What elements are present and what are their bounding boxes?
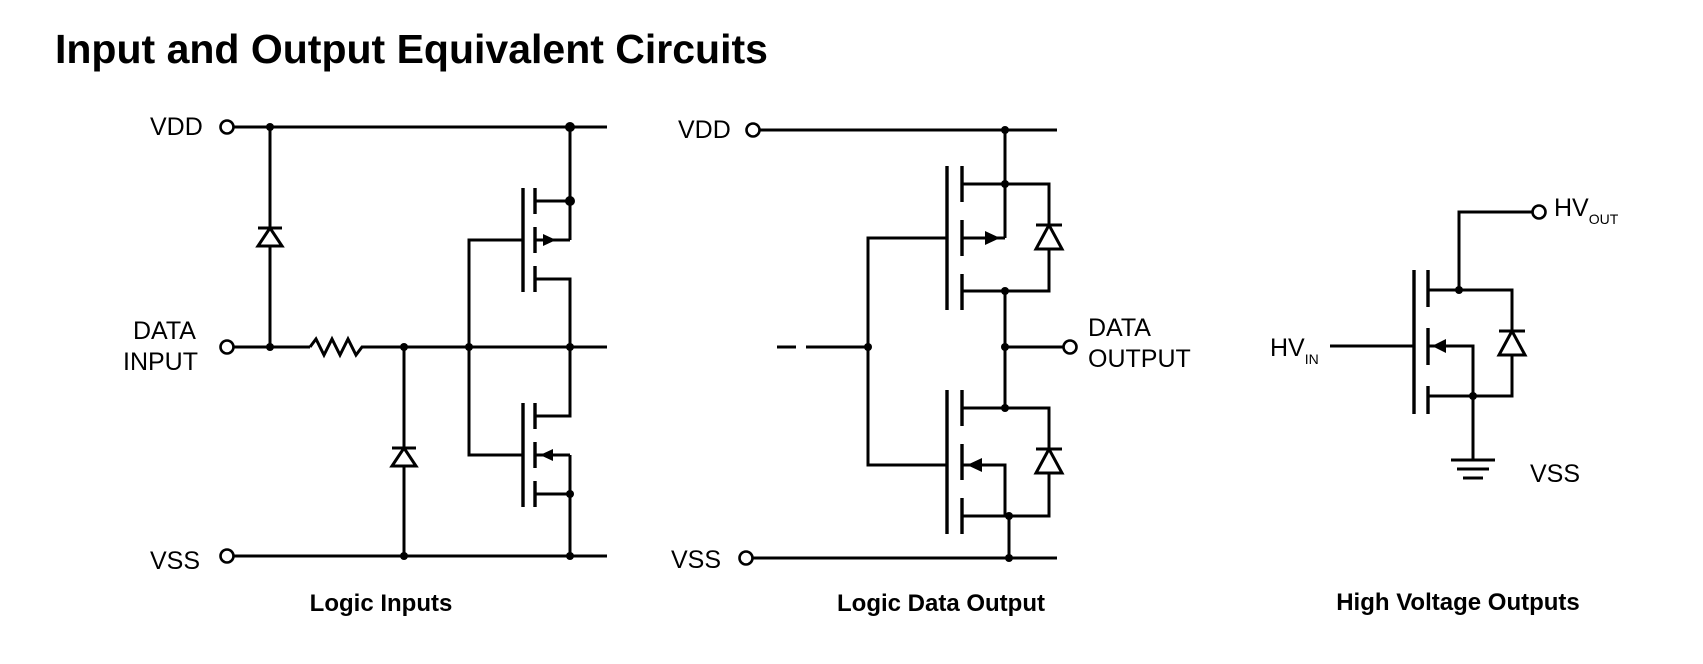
high-voltage-outputs-circuit: HVOUT HVIN VSS	[1270, 194, 1619, 616]
data-input-label-line2: INPUT	[123, 348, 198, 376]
vdd-label: VDD	[150, 113, 203, 141]
ground-icon	[1451, 458, 1495, 480]
hv-nmos-transistor	[1412, 210, 1532, 460]
vdd-label: VDD	[678, 116, 731, 144]
data-input-label-line1: DATA	[133, 317, 196, 345]
data-output-label-line1: DATA	[1088, 314, 1151, 342]
logic-data-output-circuit: VDD VSS DATA OUTPUT	[671, 116, 1191, 617]
vss-label: VSS	[150, 547, 200, 575]
body-diode-bottom	[1033, 445, 1065, 475]
input-resistor	[308, 335, 366, 359]
data-output-terminal	[1062, 339, 1078, 355]
hv-out-terminal	[1531, 204, 1547, 220]
pmos-transistor	[521, 127, 572, 347]
high-voltage-outputs-caption: High Voltage Outputs	[1336, 589, 1580, 616]
logic-inputs-circuit: VDD DATA INPUT VSS	[123, 113, 607, 617]
vss-terminal	[219, 548, 235, 564]
diode-wire	[1459, 288, 1514, 331]
gate-wire	[866, 236, 947, 467]
diode-wire	[1005, 406, 1051, 449]
diode-wire	[1005, 249, 1051, 293]
data-output-label-line2: OUTPUT	[1088, 345, 1191, 373]
nmos-transistor	[945, 347, 1011, 558]
vdd-terminal	[745, 122, 761, 138]
logic-inputs-caption: Logic Inputs	[310, 590, 453, 617]
body-diode-top	[1033, 221, 1065, 251]
vss-label: VSS	[671, 546, 721, 574]
logic-data-output-caption: Logic Data Output	[837, 590, 1045, 617]
hv-body-diode	[1496, 327, 1528, 357]
page-title: Input and Output Equivalent Circuits	[55, 26, 768, 72]
vss-terminal	[738, 550, 754, 566]
data-input-terminal	[219, 339, 235, 355]
pmos-transistor	[945, 130, 1007, 347]
hv-out-label: HVOUT	[1554, 194, 1619, 227]
nmos-transistor	[521, 347, 572, 556]
vdd-terminal	[219, 119, 235, 135]
protection-diode-top	[255, 225, 285, 248]
vss-label: VSS	[1530, 460, 1580, 488]
diode-wire	[1473, 355, 1514, 398]
diode-wire	[1005, 182, 1051, 225]
hv-in-label: HVIN	[1270, 334, 1319, 367]
protection-diode-bottom	[389, 445, 419, 468]
diode-wire	[1009, 473, 1051, 518]
